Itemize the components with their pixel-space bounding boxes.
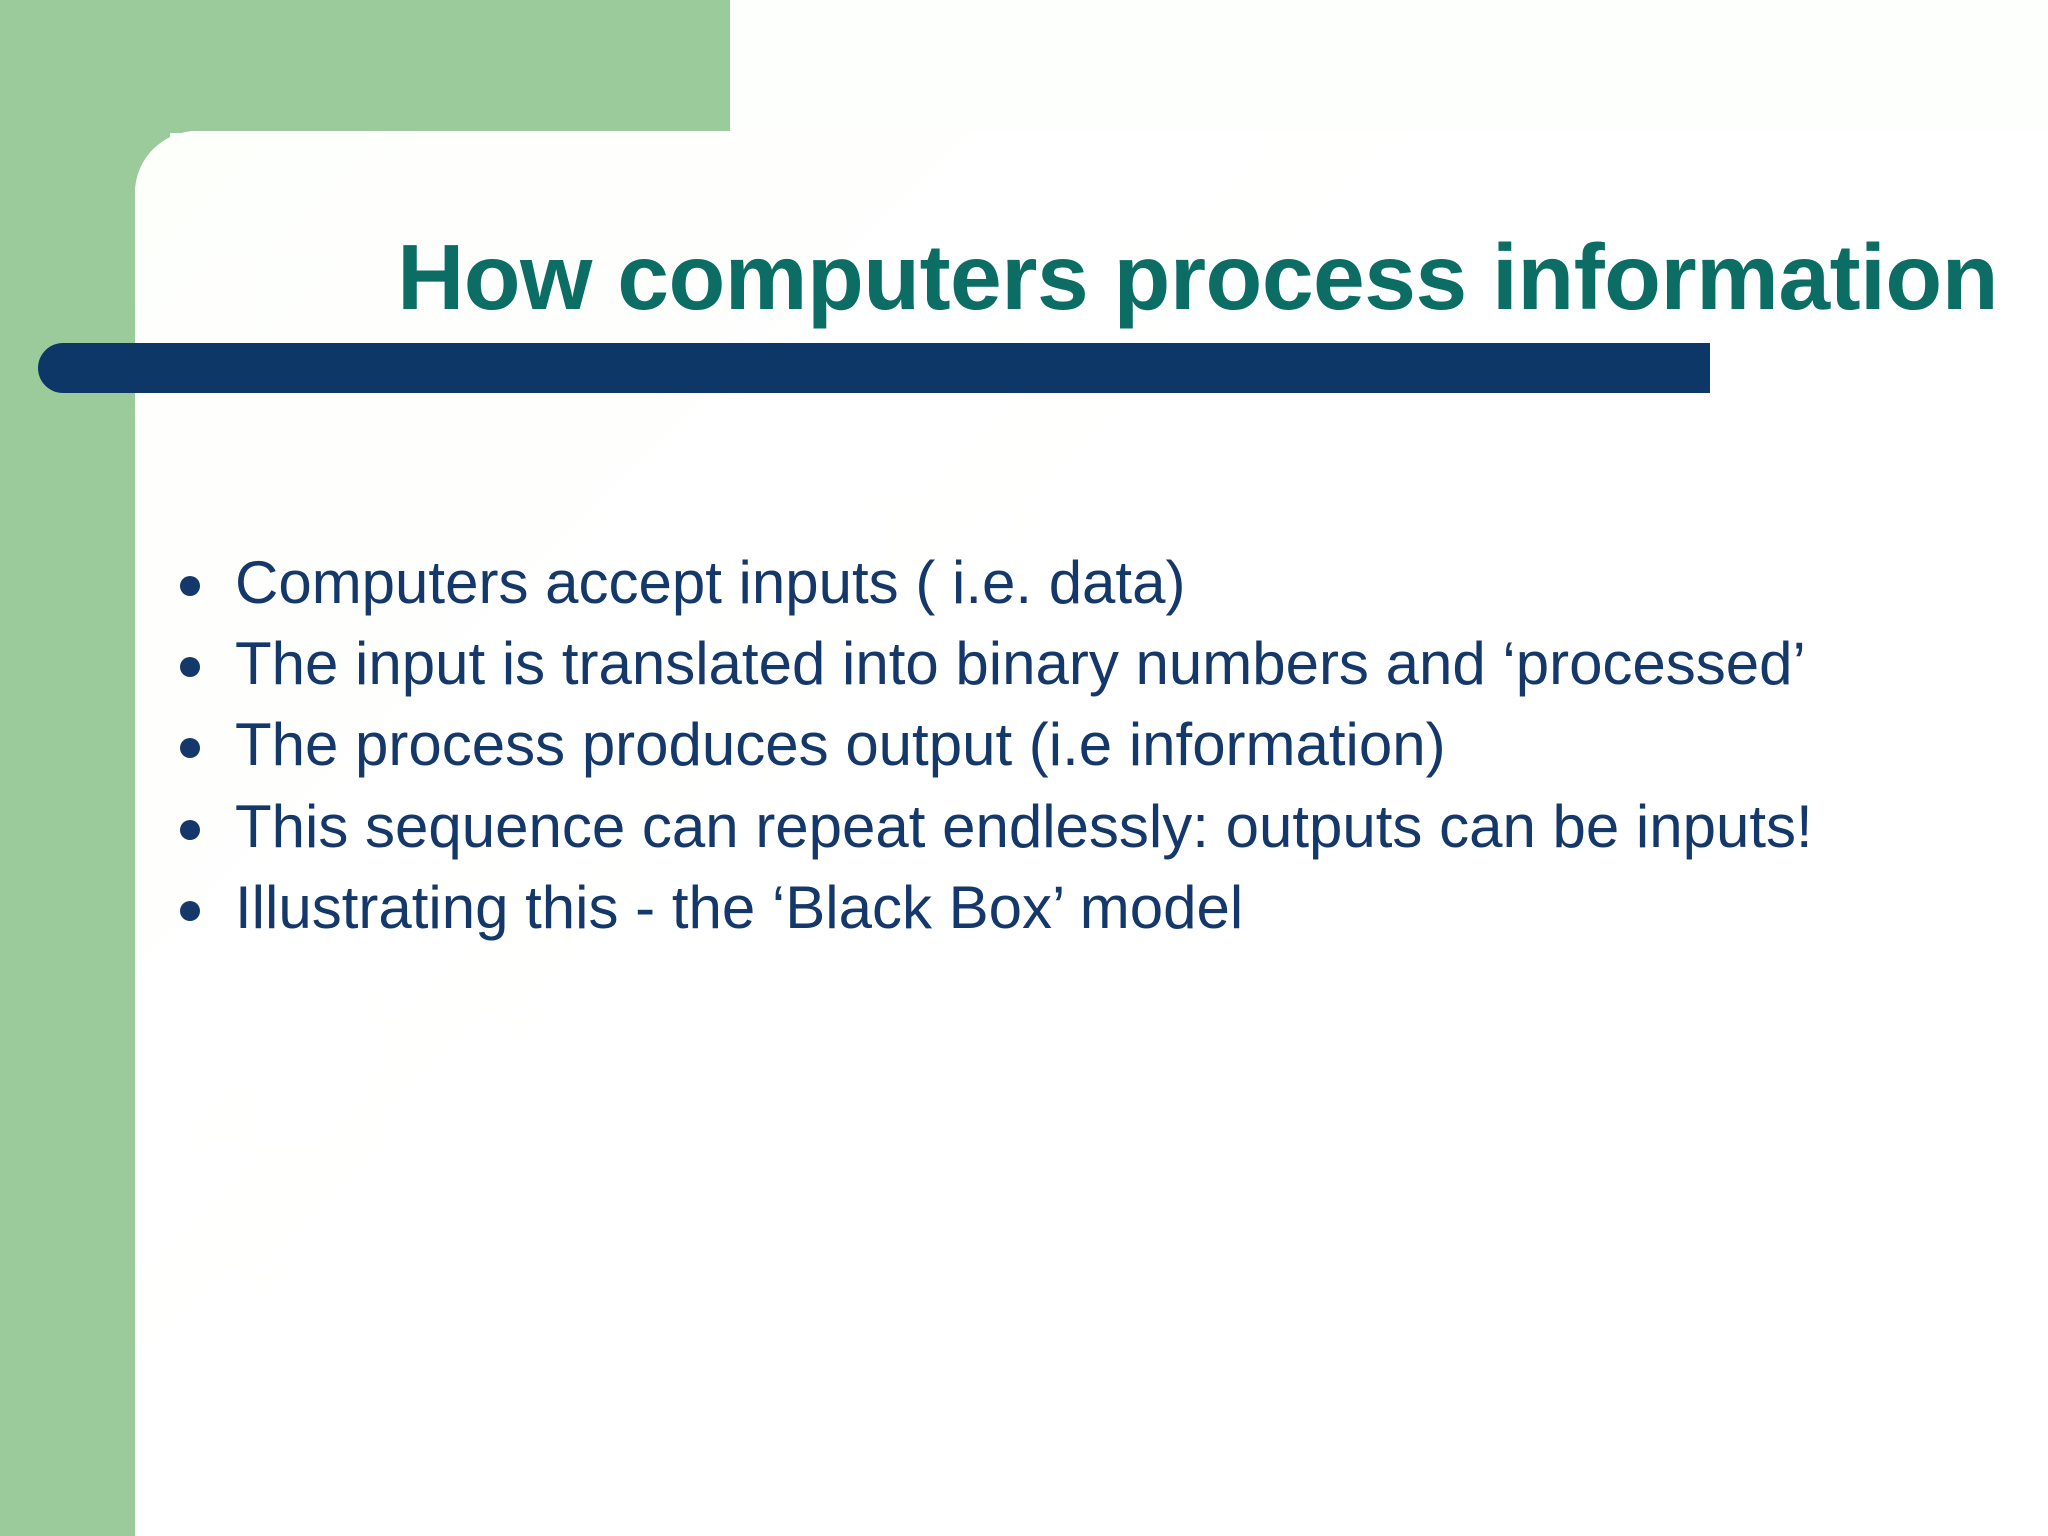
slide-title: How computers process information — [397, 225, 1998, 329]
list-item: The input is translated into binary numb… — [172, 629, 1972, 699]
bullet-dot-icon — [180, 819, 200, 840]
list-item: The process produces output (i.e informa… — [172, 710, 1972, 780]
title-underline-bar — [38, 343, 1710, 393]
bullet-dot-icon — [180, 738, 200, 759]
bullet-text: Computers accept inputs ( i.e. data) — [235, 549, 1186, 616]
bullet-dot-icon — [180, 576, 200, 596]
list-item: This sequence can repeat endlessly: outp… — [172, 792, 1972, 862]
bullet-text: The input is translated into binary numb… — [235, 630, 1806, 698]
bullet-dot-icon — [180, 657, 200, 678]
bullet-list: Computers accept inputs ( i.e. data) The… — [172, 548, 1972, 954]
list-item: Illustrating this - the ‘Black Box’ mode… — [172, 873, 1972, 943]
bullet-text: Illustrating this - the ‘Black Box’ mode… — [235, 873, 1244, 941]
bullet-text: The process produces output (i.e informa… — [235, 711, 1446, 779]
list-item: Computers accept inputs ( i.e. data) — [172, 548, 1972, 618]
bullet-dot-icon — [180, 900, 200, 921]
bullet-text: This sequence can repeat endlessly: outp… — [235, 792, 1813, 860]
